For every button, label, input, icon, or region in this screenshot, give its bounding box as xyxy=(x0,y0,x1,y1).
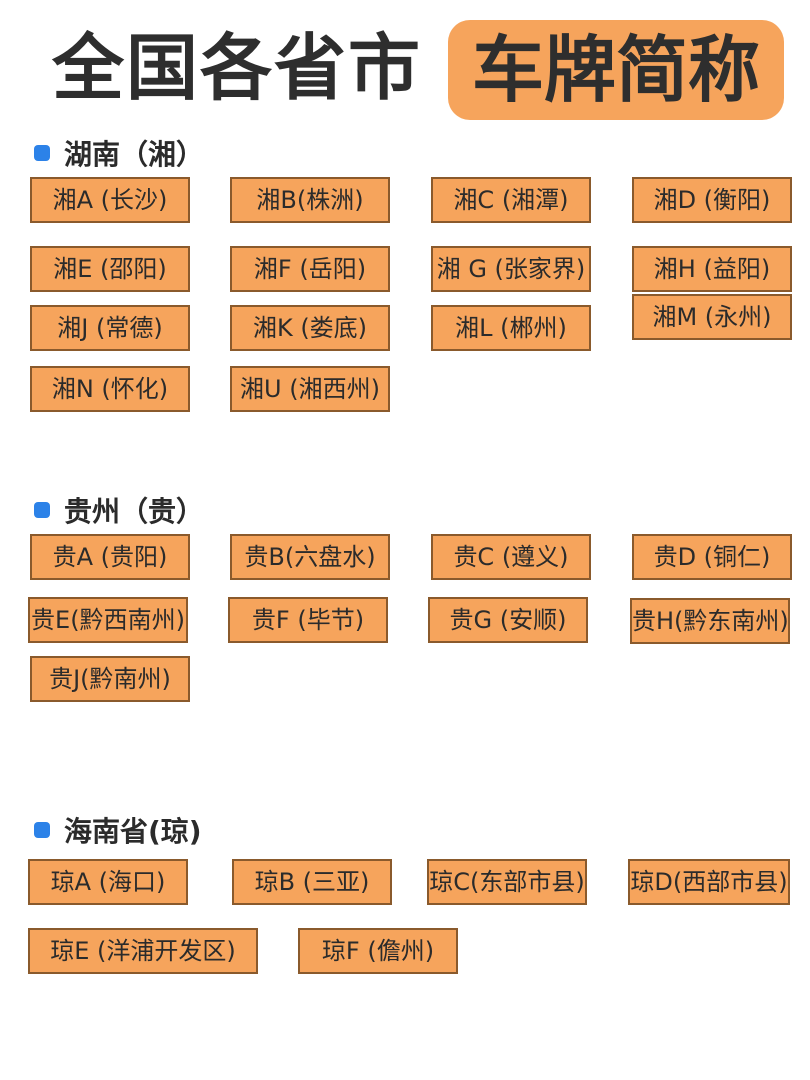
plate-tag: 湘N (怀化) xyxy=(30,366,190,412)
section-title: 湖南（湘） xyxy=(64,138,205,171)
bullet-icon xyxy=(34,822,50,838)
plate-tag: 贵J(黔南州) xyxy=(30,656,190,702)
plate-tag: 琼A (海口) xyxy=(28,859,188,905)
plate-tag: 湘B(株洲) xyxy=(230,177,390,223)
plate-tag: 湘F (岳阳) xyxy=(230,246,390,292)
title-highlight: 车牌简称 xyxy=(448,20,784,120)
section-title: 贵州（贵） xyxy=(64,495,205,528)
plate-tag: 贵C (遵义) xyxy=(431,534,591,580)
plate-tag: 琼C(东部市县) xyxy=(427,859,587,905)
plate-tag: 湘E (邵阳) xyxy=(30,246,190,292)
plate-tag: 贵B(六盘水) xyxy=(230,534,390,580)
plate-tag: 湘U (湘西州) xyxy=(230,366,390,412)
plate-tag: 湘K (娄底) xyxy=(230,305,390,351)
plate-tag: 湘D (衡阳) xyxy=(632,177,792,223)
bullet-icon xyxy=(34,145,50,161)
section-header-guizhou: 贵州（贵） xyxy=(34,492,204,528)
section-title: 海南省(琼) xyxy=(64,815,202,848)
plate-tag: 湘C (湘潭) xyxy=(431,177,591,223)
plate-tag: 琼D(西部市县) xyxy=(628,859,790,905)
plate-tag: 湘 G (张家界) xyxy=(431,246,591,292)
section-header-hainan: 海南省(琼) xyxy=(34,812,202,848)
plate-tag: 湘H (益阳) xyxy=(632,246,792,292)
plate-tag: 湘L (郴州) xyxy=(431,305,591,351)
plate-tag: 贵D (铜仁) xyxy=(632,534,792,580)
plate-tag: 贵E(黔西南州) xyxy=(28,597,188,643)
plate-tag: 琼E (洋浦开发区) xyxy=(28,928,258,974)
plate-tag: 琼F (儋州) xyxy=(298,928,458,974)
section-header-hunan: 湖南（湘） xyxy=(34,135,204,171)
plate-tag: 贵A (贵阳) xyxy=(30,534,190,580)
plate-tag: 贵H(黔东南州) xyxy=(630,598,790,644)
plate-tag: 琼B (三亚) xyxy=(232,859,392,905)
title-plain: 全国各省市 xyxy=(52,26,423,110)
plate-tag: 湘J (常德) xyxy=(30,305,190,351)
plate-tag: 湘A (长沙) xyxy=(30,177,190,223)
bullet-icon xyxy=(34,502,50,518)
plate-tag: 湘M (永州) xyxy=(632,294,792,340)
plate-tag: 贵G (安顺) xyxy=(428,597,588,643)
plate-tag: 贵F (毕节) xyxy=(228,597,388,643)
